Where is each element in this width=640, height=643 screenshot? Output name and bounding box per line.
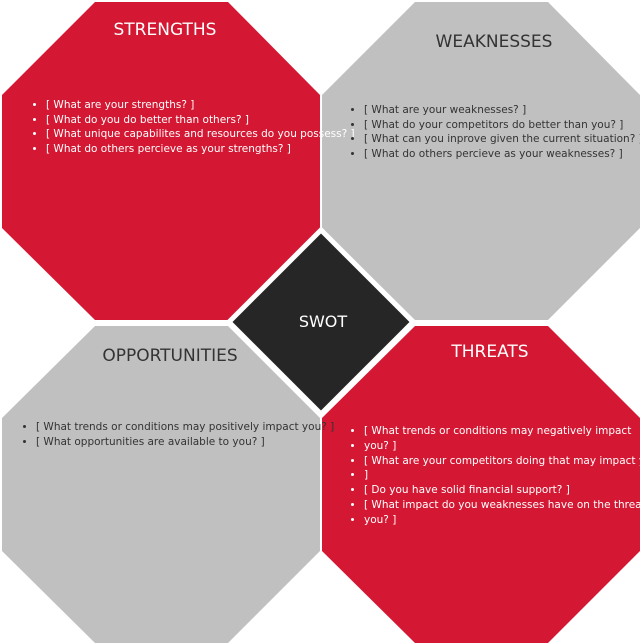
list-item: [ What can you inprove given the current… xyxy=(364,132,640,147)
list-item: [ What impact do you weaknesses have on … xyxy=(364,498,640,513)
strengths-title: STRENGTHS xyxy=(113,20,217,40)
strengths-list: [ What are your strengths? ] [ What do y… xyxy=(28,98,355,156)
list-item: [ What unique capabilites and resources … xyxy=(46,127,355,142)
threats-title: THREATS xyxy=(451,342,529,362)
list-item: ] xyxy=(364,468,640,483)
list-item: [ What are your strengths? ] xyxy=(46,98,355,113)
list-item: [ What do others percieve as your weakne… xyxy=(364,147,640,162)
list-item: [ What opportunities are available to yo… xyxy=(36,435,334,450)
swot-label: SWOT xyxy=(298,312,348,331)
list-item: [ What are your weaknesses? ] xyxy=(364,103,640,118)
opportunities-list: [ What trends or conditions may positive… xyxy=(18,420,334,449)
list-item: [ What do others percieve as your streng… xyxy=(46,142,355,157)
list-item: [ Do you have solid financial support? ] xyxy=(364,483,640,498)
list-item: [ What are your competitors doing that m… xyxy=(364,454,640,469)
list-item: [ What trends or conditions may negative… xyxy=(364,424,640,439)
swot-diamond xyxy=(225,226,417,418)
strengths-octagon xyxy=(2,2,320,320)
list-item: [ What do you do better than others? ] xyxy=(46,113,355,128)
threats-list: [ What trends or conditions may negative… xyxy=(346,424,640,528)
weaknesses-octagon xyxy=(322,2,640,320)
opportunities-title: OPPORTUNITIES xyxy=(102,346,238,366)
weaknesses-list: [ What are your weaknesses? ] [ What do … xyxy=(346,103,640,161)
threats-octagon xyxy=(322,326,640,643)
opportunities-octagon xyxy=(2,326,320,643)
list-item: you? ] xyxy=(364,513,640,528)
list-item: you? ] xyxy=(364,439,640,454)
weaknesses-title: WEAKNESSES xyxy=(435,32,553,52)
list-item: [ What do your competitors do better tha… xyxy=(364,118,640,133)
list-item: [ What trends or conditions may positive… xyxy=(36,420,334,435)
